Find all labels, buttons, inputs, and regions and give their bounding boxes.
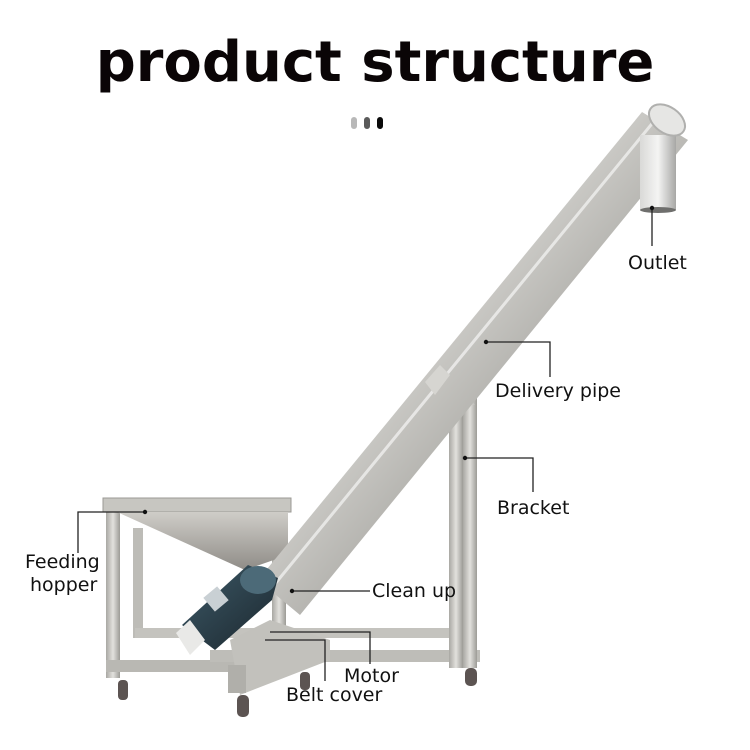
outlet-pipe <box>640 103 687 213</box>
motor-body <box>176 565 278 655</box>
feeding-hopper-leader <box>77 511 145 553</box>
motor-leader <box>270 631 371 664</box>
label-outlet: Outlet <box>628 252 687 274</box>
label-feeding-hopper-line2: hopper <box>30 574 98 596</box>
leader-dots <box>142 205 655 594</box>
label-delivery-pipe: Delivery pipe <box>495 380 621 402</box>
casters <box>118 668 477 717</box>
label-feeding-hopper-line1: Feeding <box>25 551 100 573</box>
label-belt-cover: Belt cover <box>286 684 383 706</box>
dot-dark <box>377 117 383 129</box>
leader-lines <box>77 208 653 681</box>
belt-cover-leader <box>265 639 326 681</box>
delivery-pipe-leader <box>486 341 551 377</box>
label-bracket: Bracket <box>497 497 570 519</box>
label-motor: Motor <box>344 665 399 687</box>
dot-light <box>351 117 357 129</box>
page-title: product structure <box>95 30 655 95</box>
label-clean-up: Clean up <box>372 580 457 602</box>
delivery-pipe <box>258 112 688 615</box>
dot-mid <box>364 117 370 129</box>
decorative-dots <box>351 117 383 129</box>
bracket-leader <box>465 457 534 492</box>
belt-cover-base <box>228 620 330 695</box>
